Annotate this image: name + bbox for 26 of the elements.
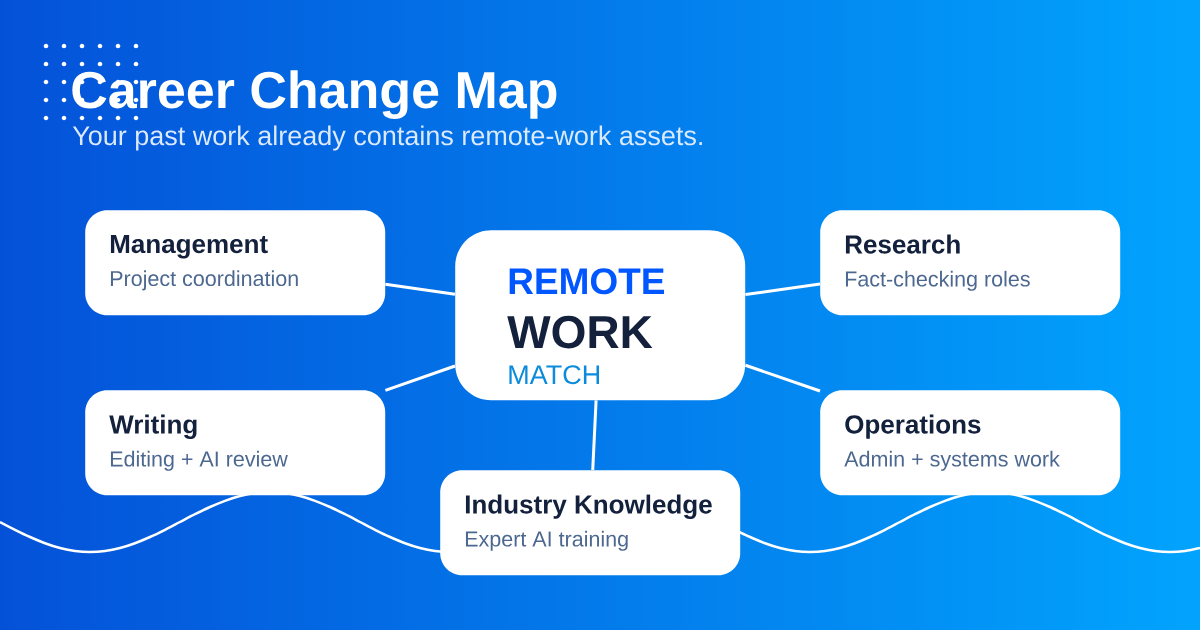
connector-line xyxy=(385,282,456,296)
connector-line xyxy=(744,363,821,393)
card-title: Operations xyxy=(845,414,981,439)
card-subtitle: Editing + AI review xyxy=(110,450,288,471)
hub-box xyxy=(455,230,746,401)
connector-line xyxy=(384,364,456,392)
skill-card xyxy=(85,390,386,496)
connector-line xyxy=(591,400,598,471)
skill-card xyxy=(820,210,1121,316)
card-title: Research xyxy=(845,234,960,254)
skill-card xyxy=(440,470,741,576)
card-subtitle: Fact-checking roles xyxy=(845,270,1030,291)
card-title: Writing xyxy=(109,414,197,439)
connector-line xyxy=(745,282,821,297)
hub-word: WORK xyxy=(507,315,653,349)
card-title: Industry Knowledge xyxy=(465,494,712,519)
skill-card xyxy=(820,390,1121,496)
hub-word: REMOTE xyxy=(509,268,665,295)
title: Career Change Map xyxy=(72,70,557,120)
card-title: Management xyxy=(110,235,268,259)
skill-card xyxy=(85,210,386,316)
subtitle: Your past work already contains remote-work assets. xyxy=(72,125,702,151)
hub-word: MATCH xyxy=(509,365,599,385)
card-subtitle: Admin + systems work xyxy=(844,450,1060,471)
card-subtitle: Expert AI training xyxy=(465,530,628,551)
card-subtitle: Project coordination xyxy=(110,270,298,291)
